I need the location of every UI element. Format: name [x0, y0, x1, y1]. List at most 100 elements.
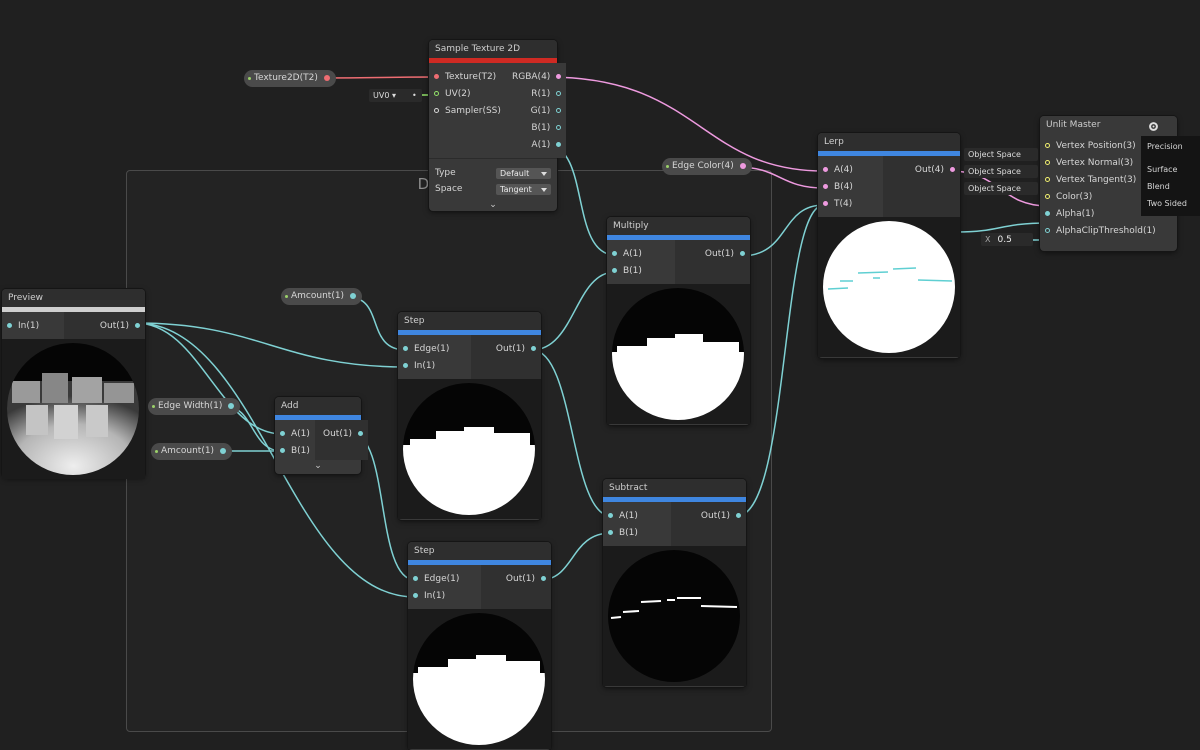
vertex-normal-space-field[interactable]: Object Space: [964, 165, 1038, 178]
output-out[interactable]: Out(1): [471, 341, 541, 358]
clip-axis-label: X: [985, 235, 991, 244]
input-sampler[interactable]: Sampler(SS): [429, 103, 504, 120]
output-a[interactable]: A(1): [504, 137, 566, 154]
input-vertex-normal[interactable]: Vertex Normal(3): [1040, 155, 1177, 172]
gear-icon[interactable]: [1148, 121, 1159, 132]
input-b[interactable]: B(1): [275, 443, 315, 460]
output-out[interactable]: Out(1): [315, 426, 368, 443]
uv-value: UV0 ▾: [373, 91, 396, 100]
input-edge[interactable]: Edge(1): [398, 341, 471, 358]
output-out[interactable]: Out(1): [671, 508, 746, 525]
input-b[interactable]: B(1): [603, 525, 671, 542]
amount-output-port-icon[interactable]: [220, 448, 227, 454]
node-title: Unlit Master: [1040, 116, 1177, 134]
input-in[interactable]: In(1): [398, 358, 471, 375]
step-node-top[interactable]: Step Edge(1) In(1) Out(1): [398, 312, 541, 520]
texture-property-label: Texture2D(T2): [254, 73, 318, 83]
port-icon: [403, 346, 408, 351]
property-marker-icon: [155, 450, 158, 453]
input-a[interactable]: A(4): [818, 162, 883, 179]
texture-property-node[interactable]: Texture2D(T2): [244, 70, 336, 87]
input-texture[interactable]: Texture(T2): [429, 69, 504, 86]
input-edge[interactable]: Edge(1): [408, 571, 481, 588]
output-out[interactable]: Out(1): [675, 246, 750, 263]
preview-sphere: [823, 221, 955, 353]
input-alpha[interactable]: Alpha(1): [1040, 206, 1177, 223]
type-select[interactable]: Default: [496, 167, 551, 179]
amount-property-node-top[interactable]: Amcount(1): [281, 288, 363, 305]
input-uv[interactable]: UV(2): [429, 86, 504, 103]
input-a[interactable]: A(1): [603, 508, 671, 525]
wire-rgba-to-lerp-a[interactable]: [547, 76, 825, 172]
menu-item-precision[interactable]: Precision: [1147, 142, 1183, 151]
preview-sphere: [403, 383, 535, 515]
output-rgba[interactable]: RGBA(4): [504, 69, 566, 86]
menu-item-surface[interactable]: Surface: [1147, 165, 1178, 174]
input-in[interactable]: In(1): [408, 588, 481, 605]
port-icon: [358, 431, 364, 436]
port-icon: [608, 513, 613, 518]
step-node-bottom[interactable]: Step Edge(1) In(1) Out(1): [408, 542, 551, 750]
wire-alpha[interactable]: [957, 222, 1049, 233]
output-b[interactable]: B(1): [504, 120, 566, 137]
port-icon: [135, 323, 140, 328]
port-icon: [1045, 194, 1050, 199]
port-icon: [434, 91, 439, 96]
texture-output-port-icon[interactable]: [323, 75, 330, 81]
port-icon: [556, 91, 562, 96]
input-b[interactable]: B(4): [818, 179, 883, 196]
node-header-bar: [398, 330, 541, 335]
menu-item-blend[interactable]: Blend: [1147, 182, 1170, 191]
output-out[interactable]: Out(4): [883, 162, 960, 179]
input-vertex-position[interactable]: Vertex Position(3): [1040, 138, 1177, 155]
node-header-bar: [429, 58, 557, 63]
port-icon: [740, 251, 745, 256]
output-g[interactable]: G(1): [504, 103, 566, 120]
add-node[interactable]: Add A(1) B(1) Out(1) ⌄: [275, 397, 369, 474]
node-title: Step: [398, 312, 541, 330]
property-marker-icon: [666, 165, 669, 168]
multiply-node[interactable]: Multiply A(1) B(1) Out(1): [607, 217, 750, 425]
sample-texture-2d-node[interactable]: Sample Texture 2D Texture(T2) UV(2) Samp…: [429, 40, 567, 211]
port-icon: [823, 184, 828, 189]
port-icon: [1045, 160, 1050, 165]
uv-inline-field[interactable]: UV0 ▾: [369, 89, 414, 102]
vertex-position-space-field[interactable]: Object Space: [964, 148, 1038, 161]
vertex-tangent-space-field[interactable]: Object Space: [964, 182, 1038, 195]
node-header-bar: [2, 307, 145, 312]
preview-sphere: [7, 343, 139, 475]
input-b[interactable]: B(1): [607, 263, 675, 280]
port-icon: [7, 323, 12, 328]
port-icon: [434, 74, 439, 79]
wire-texture[interactable]: [319, 76, 438, 79]
space-select[interactable]: Tangent: [496, 183, 551, 195]
edge-color-output-port-icon[interactable]: [739, 163, 746, 169]
input-a[interactable]: A(1): [607, 246, 675, 263]
menu-item-two-sided[interactable]: Two Sided: [1147, 199, 1187, 208]
output-out[interactable]: Out(1): [64, 318, 145, 335]
node-title: Multiply: [607, 217, 750, 235]
input-a[interactable]: A(1): [275, 426, 315, 443]
node-preview: [408, 609, 551, 749]
clip-threshold-field[interactable]: X 0.5: [981, 233, 1033, 246]
edge-width-property-node[interactable]: Edge Width(1): [148, 398, 241, 415]
lerp-node[interactable]: Lerp A(4) B(4) T(4) Out(4): [818, 133, 960, 358]
output-out[interactable]: Out(1): [481, 571, 551, 588]
input-alpha-clip-threshold[interactable]: AlphaClipThreshold(1): [1040, 223, 1177, 240]
property-marker-icon: [152, 405, 155, 408]
input-t[interactable]: T(4): [818, 196, 883, 213]
node-title: Preview: [2, 289, 145, 307]
edge-width-output-port-icon[interactable]: [228, 403, 235, 409]
expand-chevron-icon[interactable]: ⌄: [314, 461, 322, 471]
output-r[interactable]: R(1): [504, 86, 566, 103]
input-in[interactable]: In(1): [2, 318, 64, 335]
port-icon: [823, 201, 828, 206]
edge-color-property-node[interactable]: Edge Color(4): [662, 158, 752, 175]
subtract-node[interactable]: Subtract A(1) B(1) Out(1): [603, 479, 746, 687]
preview-sphere: [413, 613, 545, 745]
amount-output-port-icon[interactable]: [350, 293, 357, 299]
unlit-master-node[interactable]: Unlit Master Vertex Position(3) Vertex N…: [1040, 116, 1177, 251]
expand-chevron-icon[interactable]: ⌄: [489, 200, 497, 210]
preview-node[interactable]: Preview In(1) Out(1): [2, 289, 145, 479]
amount-property-node-bottom[interactable]: Amcount(1): [151, 443, 233, 460]
